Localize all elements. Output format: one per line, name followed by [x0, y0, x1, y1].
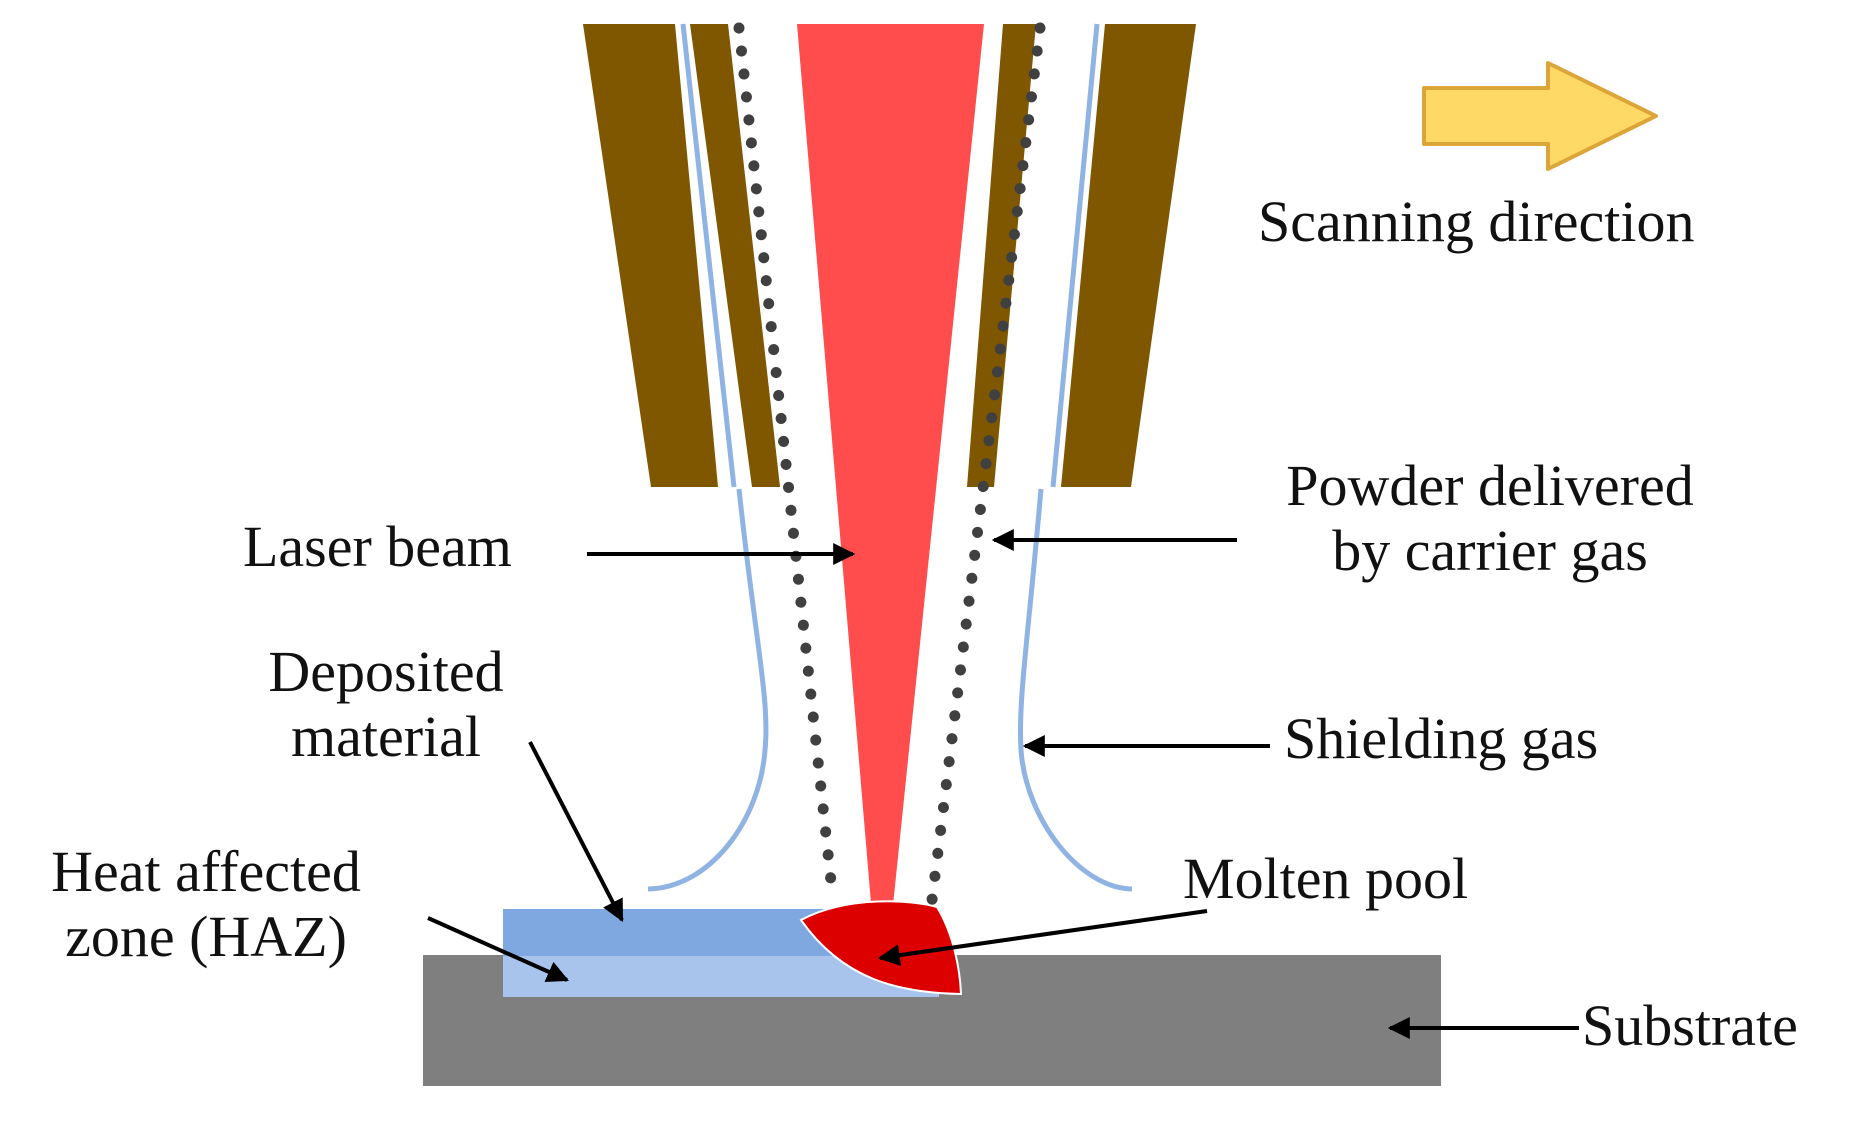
leader-molten-pool: [877, 909, 1208, 967]
substrate-label: Substrate: [1582, 993, 1798, 1058]
haz-label-line1: Heat affected: [51, 839, 361, 904]
powder-stream-right: [926, 22, 1046, 906]
shielding-gas-flow-right: [1017, 488, 1133, 892]
powder-label: Powder delivered by carrier gas: [1230, 453, 1750, 584]
nozzle-right-outer-wall: [1061, 24, 1196, 487]
powder-label-line1: Powder delivered: [1286, 453, 1694, 518]
shield-channel-line-right: [1050, 23, 1100, 488]
haz-label-line2: zone (HAZ): [65, 903, 347, 969]
laser-beam-cone: [797, 24, 984, 915]
nozzle-right-inner-wall: [967, 24, 1036, 487]
deposited-material-label: Deposited material: [230, 639, 542, 770]
nozzle-left-outer-wall: [583, 24, 718, 487]
deposited-label-line1: Deposited: [268, 639, 504, 704]
shield-channel-line-left: [680, 23, 737, 488]
shielding-gas-flow-left: [647, 488, 769, 892]
leader-deposited-material: [528, 741, 624, 922]
haz-label: Heat affected zone (HAZ): [6, 839, 406, 970]
deposited-label-line2: material: [290, 703, 481, 769]
scanning-direction-arrow-icon: [1422, 61, 1658, 171]
shielding-gas-label: Shielding gas: [1284, 706, 1599, 771]
laser-beam-label: Laser beam: [243, 514, 512, 579]
nozzle-left-inner-wall: [690, 24, 780, 487]
powder-label-line2: by carrier gas: [1332, 517, 1648, 583]
powder-stream-left: [733, 22, 839, 906]
molten-pool-label: Molten pool: [1183, 846, 1469, 911]
scanning-direction-label: Scanning direction: [1258, 189, 1695, 254]
leader-haz: [427, 916, 570, 982]
